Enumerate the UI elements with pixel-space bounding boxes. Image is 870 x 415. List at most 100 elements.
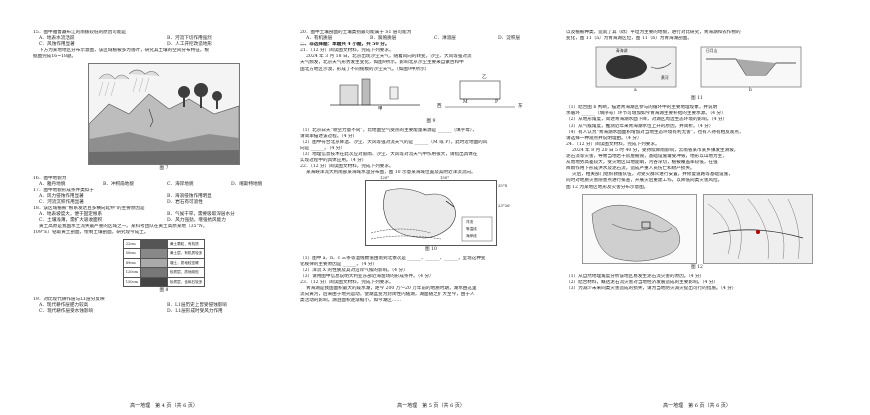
figure-11-label-lake: 青海湖 (616, 48, 628, 54)
depth-label: 50cm (122, 248, 141, 259)
q20-option-d: D．淀积层 (498, 36, 521, 42)
q21-sub: （3）地理信息技术在此次应对雷雨、沙尘、大风等对流天气中作用很大，请指出具体在 (300, 152, 478, 158)
map-label-tropic: 23°26′ (498, 202, 511, 208)
map-legend-isotherm: 等温线 (466, 226, 477, 231)
q15-option-b: B．河流下切作用强烈 (167, 36, 212, 42)
q19-options: A．现代耕作层肥力较高 B．L1层历史上曾受侵蚀影响 (33, 303, 295, 309)
q22-sub: （3）请用图中信息说明大利亚东部近海渔场的形成条件。（4 分） (300, 273, 434, 279)
figure-11-label-river: 黄河 (661, 75, 669, 81)
q16-option-c: C．海岸地貌 (167, 181, 194, 187)
layer-label: 砂质层，含砾石较多 (166, 276, 206, 287)
q21-sub: 向是 ______。（4 分） (300, 146, 345, 152)
map-legend-coast: 海岸线 (466, 233, 477, 238)
figure-10-caption: 图 10 (425, 246, 437, 252)
page-6-footer: 高一地理 第 6 页（共 6 页） (663, 403, 731, 409)
figure-11-label-b: b (749, 88, 752, 94)
q17-options-2: C．河流沉积作用显著 D．岩石有可溶性 (33, 200, 295, 206)
q20-option-b: B．腐殖质层 (370, 36, 397, 42)
exam-page-6: 以及植被种类，造就了其（砾）平坦为主要的地貌，进行对比研究，青海湖和农作物的 变… (566, 30, 828, 402)
figure-9-label-m: M (463, 99, 468, 105)
q20-option-c: C．淋溶层 (434, 36, 456, 42)
depth-label: 22cm (122, 238, 141, 249)
q24-sub: （1）从自然地理角度分析该地区易发生泥石流灾害的原因。（4 分） (566, 273, 705, 279)
q15-option-a: A．地表水流活跃 (39, 36, 75, 42)
figure-12-region-map (581, 193, 697, 264)
page3-para: 变化，图 11（a）为青海湖区位，图 11（b）为青海湖剖面。 (566, 36, 692, 42)
exam-page-5: 20．图中土壤剖面的土壤类别最可能属于 S1 层可能为 A．有机质层 B．腐殖质… (300, 30, 562, 402)
q23-sub: 请选择一种观点并说明理由。（4 分） (566, 135, 642, 141)
q21-para: 天气频发，北京天气形势发生变化，如图9所示。影响北京沙尘主要来自蒙古和中 (300, 60, 464, 66)
q16-option-a: A．雅丹地貌 (39, 181, 66, 187)
q21-sub: 请简单描述该过程。（4 分） (300, 133, 358, 139)
q16-options: A．雅丹地貌 B．冲积扇地貌 C．海岸地貌 D．喀斯特地貌 (33, 182, 295, 188)
q23-sub: （3）从气候角度，推测近年来青海湖水位上升的原因，并简析。（4 分） (566, 123, 714, 129)
layer-label: 壤土，质地较坚硬 (166, 257, 206, 268)
q23-para: 青海湖是我国面积最大的咸水湖，距今 200 万～20 万年前的地质时期，湖水由这… (306, 286, 477, 292)
q22-para: 某海峡洋流大利南部某海域水温分布图，图 10 示意某海域位置及其附近洋流流向。 (306, 170, 476, 176)
map-legend-current: 洋流 (466, 219, 474, 224)
figure-12 (566, 193, 828, 264)
q17-options: A．风力侵蚀作用显著 B．海浪侵蚀作用明显 (33, 194, 295, 200)
exam-page-4: 15．图中雅鲁藏布江的南拔较低的原因可能是 A．地表水流活跃 B．河流下切作用强… (33, 30, 295, 402)
section-2-title: 二、非选择题：本题共 4 小题，共 50 分。 (300, 42, 390, 48)
q23-stem: 23．（12 分）阅读图文材料，完成下列要求。 (300, 279, 394, 285)
figure-11-label-a: a (634, 88, 637, 94)
q19-stem: 19．对比现代耕作层与L1层分反映 (33, 297, 105, 303)
figure-9-label-yi: 乙 (482, 74, 487, 80)
figure-9-label-p: P (495, 99, 499, 105)
q16-stem: 16．图中地貌为 (33, 175, 67, 181)
q24-para: 2024 年 8 月 20 日 5 时 40 分，受持续降雨影响，云南省某市某乡… (572, 147, 739, 153)
intro2-line: 109°E）钻取黄土剖面，绘制土壤剖面，研究现今成土。 (33, 230, 149, 236)
figure-11-illustration (595, 46, 802, 88)
q17-option-d: D．岩石有可溶性 (167, 199, 203, 205)
figure-8-caption: 图 8 (159, 288, 169, 293)
layer-label: 砂质层，质地疏松 (166, 267, 206, 278)
q24-para: 从而地势高差较大，受灾地区山地陡峭，河谷深切，植被覆盖率较低，在强 (566, 160, 718, 166)
q19-option-d: D．L1层形成时受风力作用 (167, 309, 223, 315)
q24-stem: 24．（12 分）阅读图文材料，完成下列要求。 (566, 141, 660, 147)
q18-options: A．地表坡度大，便于固定根系 B．气候干旱，需要吸取深层水分 (33, 212, 295, 218)
profile-row: 50cm 黄土层，有机质较多 (122, 248, 206, 259)
map-label-lat-35s: 35°S (498, 182, 508, 188)
q19-options-2: C．现代耕作层受水蚀影响 D．L1层形成时受风力作用 (33, 309, 295, 315)
layer-label: 黄土层，有机质较多 (166, 248, 206, 259)
q24-sub: （3）为减少未来同类灾害造成的损失，请为当地防灾减灾提出可行的措施。（4 分） (566, 285, 737, 291)
figure-9-label-jia: 甲 (378, 106, 383, 112)
q23-para: 类活动的影响，湖泊面积逐渐缩小，如今湖区…… (300, 298, 402, 304)
intro2-line: 黄土高原是我国水土流失最严重的区域之一。某科考团队在黄土高原某地（35°N， (39, 224, 208, 230)
map-label-lon-120: 120° (380, 174, 390, 180)
q21-sub: 实现过程中的具体应用。（4 分） (300, 158, 367, 164)
figure-12-detail-map (702, 193, 813, 264)
q18-options-2: C．土壤浅薄，需扩大吸收面积 D．风力强劲，增强抗风能力 (33, 218, 295, 224)
depth-label: 89cm (122, 257, 141, 268)
page-5-footer: 高一地理 第 5 页（共 6 页） (397, 403, 465, 409)
figure-9-illustration (330, 78, 515, 107)
q18-stem: 18．该区域植被“根系发达且多横向延伸”的主要原因是 (33, 206, 145, 212)
q24-para: 降雨作用下形成洪水及泥石流，造成严重人员伤亡和财产损失。 (566, 166, 695, 172)
q17-option-a: A．风力侵蚀作用显著 (39, 193, 84, 199)
figure-11: a b 青海湖 日月山 黄河 (566, 45, 828, 95)
q15-options: A．地表水流活跃 B．河流下切作用强烈 (33, 36, 295, 42)
q23-sub: （4）有人认为“青海湖水面面积增加对当地生态环境有利无害”，也有人持有相反观点， (566, 129, 744, 135)
q16-option-b: B．冲积扇地貌 (103, 181, 134, 187)
figure-11-label-mountain: 日月山 (706, 48, 718, 54)
profile-row: 120cm 砂质层，质地疏松 (122, 267, 206, 278)
q20-option-a: A．有机质层 (306, 36, 333, 42)
q15-options-2: C．风蚀作用显著 D．人工开挖改造地形 (33, 42, 295, 48)
q21-stem: 21．（12 分）阅读图文材料，完成下列要求。 (300, 48, 394, 54)
q22-sub: （1）图中 a、b、c 三条等温线数值由南到北依次是 ______、______… (300, 255, 486, 261)
q22-sub: 化规律的主要原因是 ______。（4 分） (300, 261, 378, 267)
depth-label: 120cm (122, 267, 141, 278)
q24-sub: （2）结合材料，概括泥石流灾害对当地经济发展造成的主要影响。（4 分） (566, 279, 719, 285)
q22-stem: 22．（12 分）阅读图文材料，完成下列要求。 (300, 164, 394, 170)
page3-para: 以及植被种类，造就了其（砾）平坦为主要的地貌，进行对比研究，青海湖和农作物的 (566, 30, 741, 35)
q17-stem: 17．图中地貌形成条件类似于 (33, 187, 94, 193)
figure-7-caption: 图 7 (159, 166, 169, 172)
intro-line: 据图完成16~18题。 (33, 54, 77, 60)
ocean-map (370, 187, 493, 241)
q21-para: 2024 年 3 月 18 日，北京出现沙尘天气，随着风向的转变，沙尘、大风等强… (306, 54, 472, 60)
q23-sub: （1）结合图 b 判断，描述青海湖区参与的循环中的主要地理现象，并说明 (566, 105, 718, 111)
